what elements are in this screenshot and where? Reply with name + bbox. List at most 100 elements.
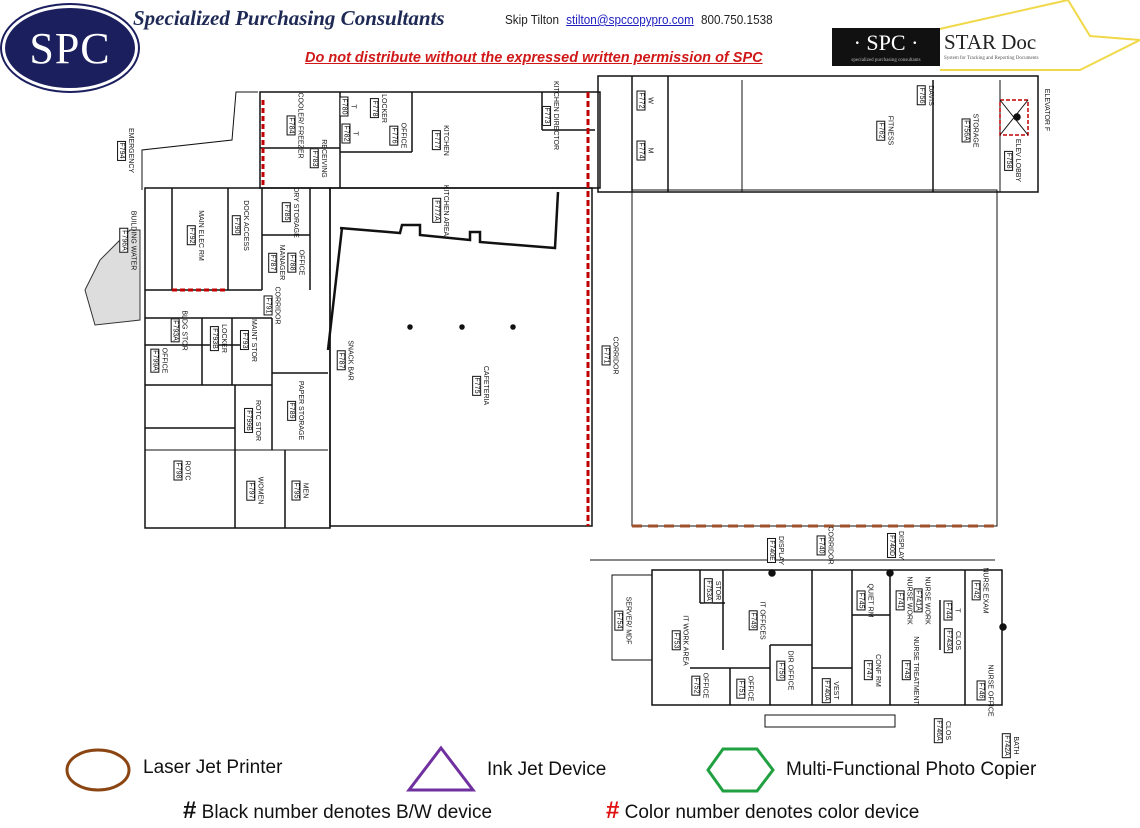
stardoc-logo-sub: specialized purchasing consultants <box>851 58 921 63</box>
room-id: F784 <box>286 115 296 135</box>
room-id: F740D <box>886 532 896 558</box>
stardoc-tagline: System for Tracking and Reporting Docume… <box>944 56 1039 61</box>
room-name: BLDG STOR <box>180 309 188 351</box>
room-id: F740 <box>816 535 826 555</box>
room-id: F752 <box>691 675 701 695</box>
inkjet-device-icon <box>405 745 477 792</box>
contact-name: Skip Tilton <box>505 12 559 27</box>
room-name: CAFETERIA <box>481 365 489 405</box>
room-id: F756A <box>961 117 971 143</box>
room-name: PAPER STORAGE <box>296 380 304 440</box>
room-id: F780 <box>339 96 349 116</box>
room-id: F799A <box>150 347 160 373</box>
room-name: STORAGE <box>971 112 979 148</box>
room-name: STOR <box>713 580 721 600</box>
room-name: CORRIDOR <box>611 335 619 375</box>
room-id: F742 <box>971 580 981 600</box>
room-name: BUILDING WATER <box>129 210 137 270</box>
room-name: VEST <box>831 680 839 700</box>
room-id: F796A <box>119 227 129 253</box>
room-name: EMERGENCY <box>126 127 134 173</box>
room-name: WOMEN <box>256 476 264 504</box>
room-name: ROTC STOR <box>253 399 261 441</box>
room-id: F740E <box>766 537 776 563</box>
room-id: F753A <box>703 577 713 603</box>
room-id: F750 <box>776 660 786 680</box>
floor-plan <box>84 75 1039 728</box>
room-name: OFFICE <box>701 672 709 698</box>
room-id: F792 <box>186 225 196 245</box>
room-id: F797 <box>246 480 256 500</box>
room-name: ROTC <box>183 460 191 480</box>
room-name: FITNESS <box>886 115 894 145</box>
room-name: NURSE WORK <box>923 575 931 625</box>
room-id: F740A <box>821 677 831 703</box>
room-id: F773 <box>541 105 551 125</box>
room-name: KITCHEN <box>441 124 449 156</box>
room-id: F783 <box>309 148 319 168</box>
laser-printer-icon <box>65 748 131 792</box>
room-id: F743 <box>901 660 911 680</box>
room-name: MAINT STOR <box>249 318 257 362</box>
legend-bw-label: Black number denotes B/W device <box>201 802 493 823</box>
room-name: T <box>349 103 357 109</box>
room-name: IT WORK AREA <box>681 614 689 666</box>
room-name: RECEIVING <box>319 138 327 178</box>
room-name: LOCKER <box>219 323 227 353</box>
room-id: F789 <box>286 400 296 420</box>
room-name: MANAGER <box>277 244 285 280</box>
room-name: W <box>646 96 654 104</box>
room-id: F756 <box>916 85 926 105</box>
room-name: KITCHEN AREA <box>441 184 449 236</box>
exterior-pad <box>84 229 141 326</box>
room-name: COOLER/ FREEZER <box>296 91 304 159</box>
star-icon <box>934 0 1140 71</box>
room-name: ELEV LOBBY <box>1013 138 1021 182</box>
room-id: F788 <box>287 252 297 272</box>
room-name: NURSE EXAM <box>981 566 989 614</box>
room-name: LOCKER <box>379 93 387 123</box>
room-name: NURSE WORK <box>905 575 913 625</box>
room-id: F754 <box>614 610 624 630</box>
contact-email-link[interactable]: stilton@spccopypro.com <box>566 12 694 27</box>
room-id: F753 <box>671 630 681 650</box>
room-id: F742A <box>1001 732 1011 758</box>
room-name: T <box>953 607 961 613</box>
legend-mfp-label: Multi-Functional Photo Copier <box>786 759 1037 780</box>
room-name: DOCK ACCESS <box>241 199 249 251</box>
room-id: F798 <box>173 460 183 480</box>
room-name: DAVIS <box>926 84 934 106</box>
room-name: ELEVATOR F <box>1043 88 1051 132</box>
room-name: DISPLAY <box>776 535 784 565</box>
stardoc-logo-text: SPC <box>866 30 906 55</box>
room-name: OFFICE <box>297 249 305 275</box>
